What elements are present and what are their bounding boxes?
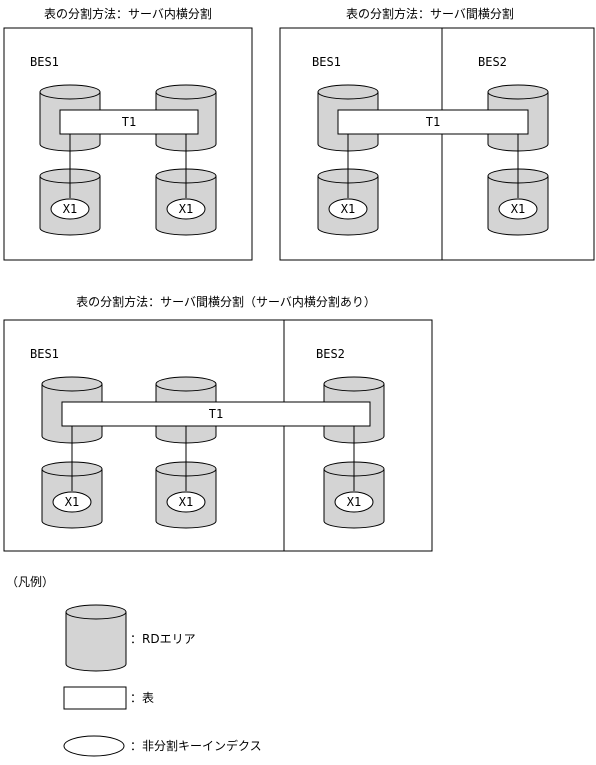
index-x1 — [334, 491, 374, 513]
diagram2-bes2-label: BES2 — [478, 55, 507, 69]
index-x1-label: X1 — [179, 202, 193, 216]
index-x1 — [52, 491, 92, 513]
table-t1-label: T1 — [209, 407, 223, 421]
table-t1 — [61, 401, 371, 427]
index-x1-label: X1 — [63, 202, 77, 216]
legend-rdarea-label: ：RDエリア — [130, 632, 196, 646]
diagram3-title: 表の分割方法：サーバ間横分割（サーバ内横分割あり） — [76, 294, 376, 309]
table-t1-label: T1 — [426, 115, 440, 129]
diagram2-title: 表の分割方法：サーバ間横分割 — [346, 6, 514, 21]
index-x1 — [166, 491, 206, 513]
index-x1-label: X1 — [179, 495, 193, 509]
legend-index-label: ：非分割キーインデクス — [130, 738, 262, 753]
diagram1-bes1-label: BES1 — [30, 55, 59, 69]
table-t1-label: T1 — [122, 115, 136, 129]
legend-table-rect — [63, 686, 127, 710]
diagram3-bes1-label: BES1 — [30, 347, 59, 361]
legend-rdarea-cylinder — [65, 604, 127, 672]
index-x1 — [166, 198, 206, 220]
index-x1-label: X1 — [65, 495, 79, 509]
index-x1-label: X1 — [347, 495, 361, 509]
diagram1-title: 表の分割方法：サーバ内横分割 — [44, 6, 212, 21]
table-t1 — [59, 109, 199, 135]
index-x1 — [498, 198, 538, 220]
index-x1 — [50, 198, 90, 220]
index-x1-label: X1 — [511, 202, 525, 216]
diagram3-bes2-label: BES2 — [316, 347, 345, 361]
diagram2-bes1-label: BES1 — [312, 55, 341, 69]
table-t1 — [337, 109, 529, 135]
index-x1 — [328, 198, 368, 220]
index-x1-label: X1 — [341, 202, 355, 216]
legend-table-label: ：表 — [130, 691, 154, 705]
legend-index-ellipse — [63, 735, 125, 757]
legend-title: （凡例） — [6, 575, 54, 589]
